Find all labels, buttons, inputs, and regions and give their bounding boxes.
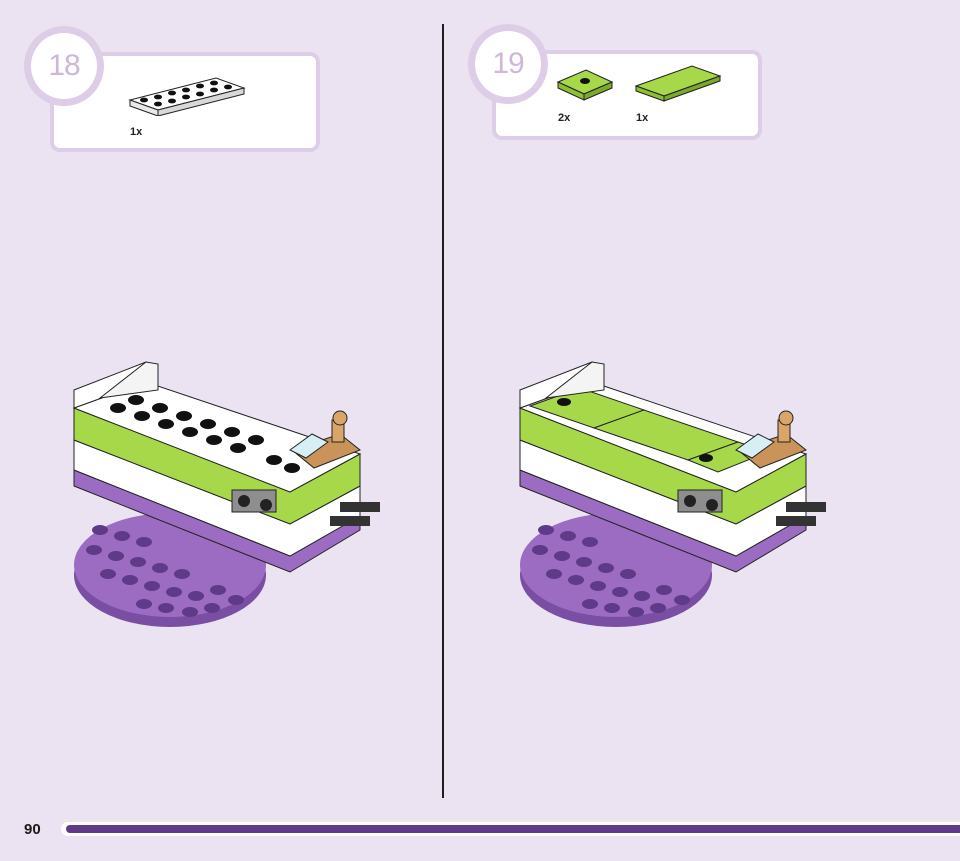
step-19-panel: 2x 1x 19 [444, 0, 960, 800]
part-quantity: 1x [636, 112, 649, 124]
lime-plate-with-stud-icon [556, 69, 614, 101]
part-quantity: 2x [558, 112, 571, 124]
footer-accent-bar [61, 822, 960, 836]
step-number-badge: 18 [24, 26, 104, 106]
parts-callout-box: 1x [50, 52, 320, 152]
step-divider [442, 24, 444, 798]
build-model-illustration [72, 361, 380, 627]
page-number: 90 [24, 821, 41, 838]
white-plate-icon [128, 77, 246, 116]
step-number: 19 [492, 47, 524, 80]
step-18-panel: 1x 18 [0, 0, 442, 800]
lime-tile-icon [634, 65, 722, 102]
build-model-illustration [518, 361, 826, 627]
part-quantity: 1x [130, 126, 143, 138]
step-number-badge: 19 [468, 24, 548, 104]
step-number: 18 [48, 49, 80, 82]
